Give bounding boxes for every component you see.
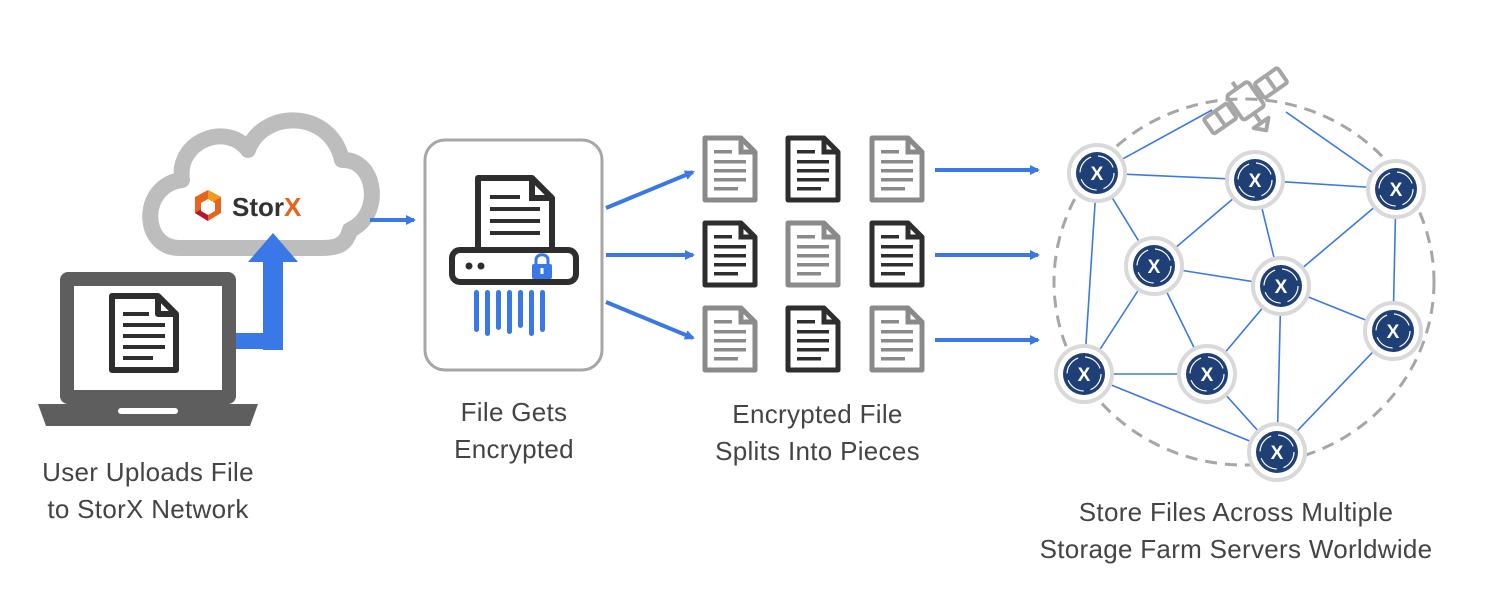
storx-logo: StorX	[195, 190, 302, 222]
svg-text:StorX: StorX	[232, 192, 302, 222]
arrow-encrypt-to-pieces-top	[605, 170, 695, 210]
storage-node-label: X	[1091, 164, 1104, 185]
caption-upload-line2: to StorX Network	[47, 494, 249, 524]
caption-store: Store Files Across Multiple Storage Farm…	[1000, 494, 1472, 568]
encrypted-pieces-grid	[702, 135, 925, 373]
storage-node: X	[1177, 344, 1237, 404]
storage-node: X	[1067, 143, 1127, 203]
caption-split-line2: Splits Into Pieces	[715, 436, 920, 466]
cloud-icon	[142, 112, 380, 256]
encrypted-piece-document-icon	[702, 135, 758, 203]
caption-encrypt: File Gets Encrypted	[414, 394, 614, 468]
brand-name-part2: X	[284, 192, 302, 222]
caption-encrypt-line1: File Gets	[460, 397, 568, 427]
storage-node-label: X	[1148, 257, 1161, 278]
encrypted-piece-document-icon	[869, 135, 925, 203]
caption-upload-line1: User Uploads File	[42, 457, 254, 487]
storage-node: X	[1366, 159, 1426, 219]
strips	[474, 290, 545, 336]
brand-name-part1: Stor	[232, 192, 284, 222]
encrypted-piece-document-icon	[869, 305, 925, 373]
shredder-document-icon	[475, 175, 555, 257]
storage-node-label: X	[1249, 171, 1262, 192]
satellite-icon	[1202, 66, 1289, 136]
storage-node-label: X	[1271, 443, 1284, 464]
network-edge	[1083, 373, 1278, 453]
encrypted-piece-document-icon	[785, 135, 841, 203]
storage-node-label: X	[1390, 180, 1403, 201]
encrypted-piece-document-icon	[702, 220, 758, 288]
network-boundary	[1052, 97, 1436, 467]
caption-store-line2: Storage Farm Servers Worldwide	[1039, 534, 1433, 564]
encrypted-piece-document-icon	[702, 305, 758, 373]
network-edge	[1083, 172, 1098, 375]
storage-node: X	[1247, 422, 1307, 482]
storage-node-label: X	[1078, 365, 1091, 386]
caption-encrypt-line2: Encrypted	[454, 434, 574, 464]
caption-upload: User Uploads File to StorX Network	[8, 454, 288, 528]
storage-node: X	[1363, 301, 1423, 361]
encrypted-piece-document-icon	[785, 220, 841, 288]
uploaded-document-icon	[109, 293, 179, 373]
encrypted-piece-document-icon	[785, 305, 841, 373]
storage-node-label: X	[1201, 365, 1214, 386]
caption-split-line1: Encrypted File	[732, 399, 903, 429]
storage-node: X	[1124, 236, 1184, 296]
storx-hexagon-logo-icon	[195, 190, 221, 221]
network-nodes: X X X X X X X X X	[1054, 143, 1426, 482]
caption-split: Encrypted File Splits Into Pieces	[680, 396, 955, 470]
storage-node-label: X	[1275, 277, 1288, 298]
lock-icon	[532, 253, 552, 279]
caption-store-line1: Store Files Across Multiple	[1078, 497, 1394, 527]
storage-node: X	[1054, 344, 1114, 404]
arrow-encrypt-to-pieces-bottom	[605, 300, 695, 340]
storage-node-label: X	[1387, 322, 1400, 343]
storage-node: X	[1225, 150, 1285, 210]
encrypted-piece-document-icon	[869, 220, 925, 288]
storage-node: X	[1251, 256, 1311, 316]
